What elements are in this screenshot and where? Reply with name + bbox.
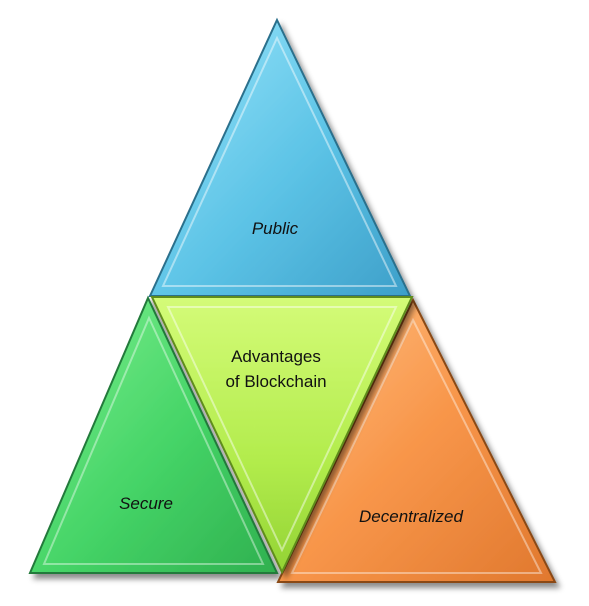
segment-left: Secure — [28, 295, 279, 574]
segment-center-label-line2: of Blockchain — [225, 372, 326, 391]
segment-right-label: Decentralized — [359, 507, 463, 526]
segment-right-bevel — [290, 317, 543, 574]
segment-center-shape — [150, 296, 414, 575]
segment-left-shape — [28, 295, 279, 574]
segment-top-label: Public — [252, 219, 299, 238]
segment-top-shape — [148, 17, 412, 297]
segment-top-bevel — [161, 35, 398, 287]
segment-center-bevel — [166, 306, 398, 553]
segment-top: Public — [148, 17, 412, 297]
segment-center: Advantages of Blockchain — [150, 296, 414, 575]
segment-right: Decentralized — [276, 297, 557, 583]
segment-center-label-line1: Advantages — [231, 347, 321, 366]
segment-right-shape — [276, 297, 557, 583]
segment-left-bevel — [42, 315, 265, 565]
segment-left-label: Secure — [119, 494, 173, 513]
